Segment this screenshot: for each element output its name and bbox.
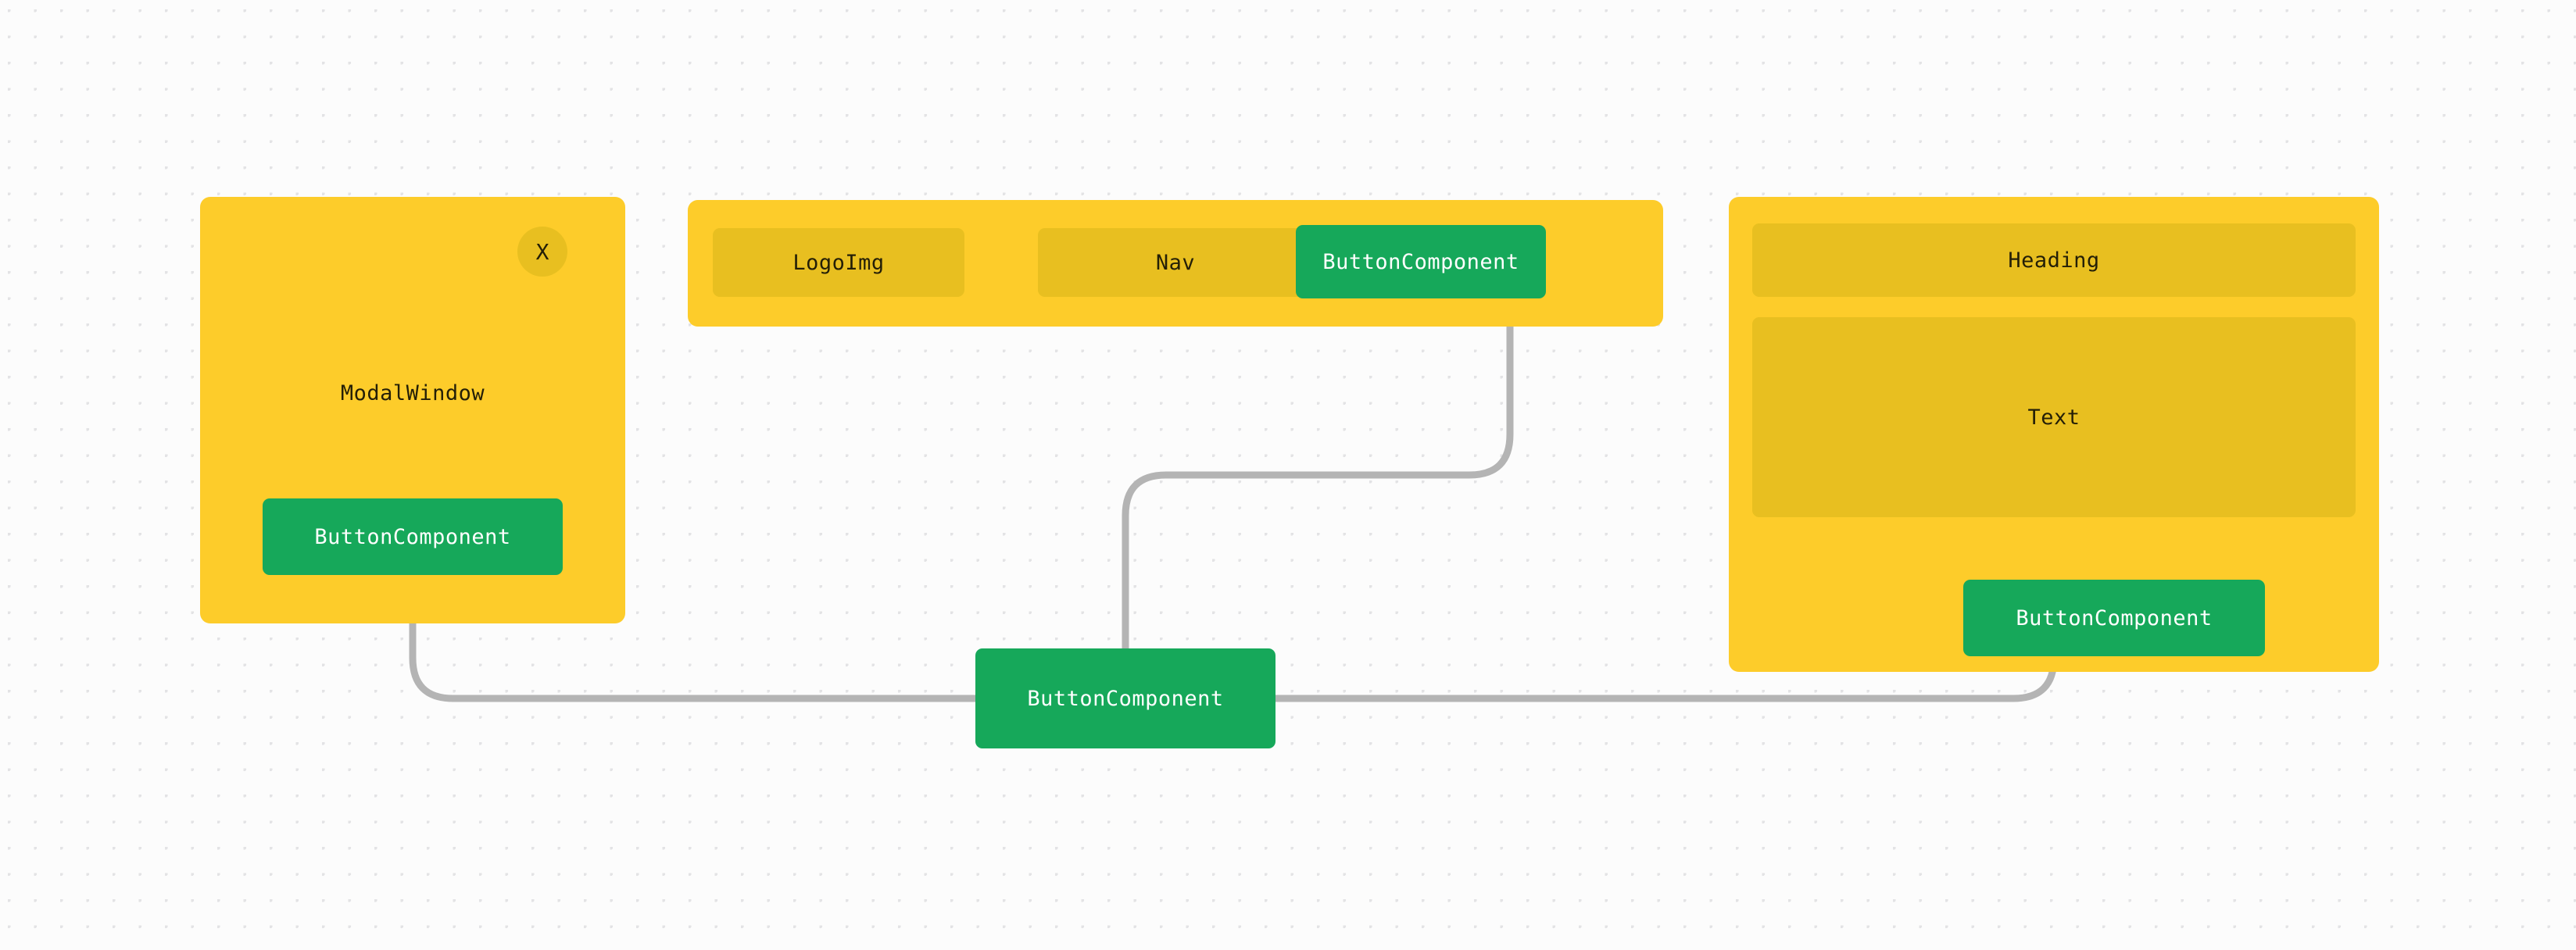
node-modal-window[interactable]: X ModalWindow ButtonComponent [200,197,625,623]
header-button-component[interactable]: ButtonComponent [1296,225,1546,298]
node-central-button-component[interactable]: ButtonComponent [975,648,1275,748]
content-text[interactable]: Text [1752,317,2356,517]
edge-central-to-header-button [1122,312,1514,652]
node-header-bar[interactable]: LogoImg Nav ButtonComponent [688,200,1663,327]
content-button-component[interactable]: ButtonComponent [1963,580,2265,656]
modal-button-component[interactable]: ButtonComponent [263,498,563,575]
modal-close-icon[interactable]: X [517,227,567,277]
header-nav[interactable]: Nav [1038,228,1313,297]
content-heading[interactable]: Heading [1752,223,2356,297]
modal-window-title: ModalWindow [340,380,485,405]
header-logo-img[interactable]: LogoImg [713,228,964,297]
node-content-card[interactable]: Heading Text ButtonComponent [1729,197,2379,672]
